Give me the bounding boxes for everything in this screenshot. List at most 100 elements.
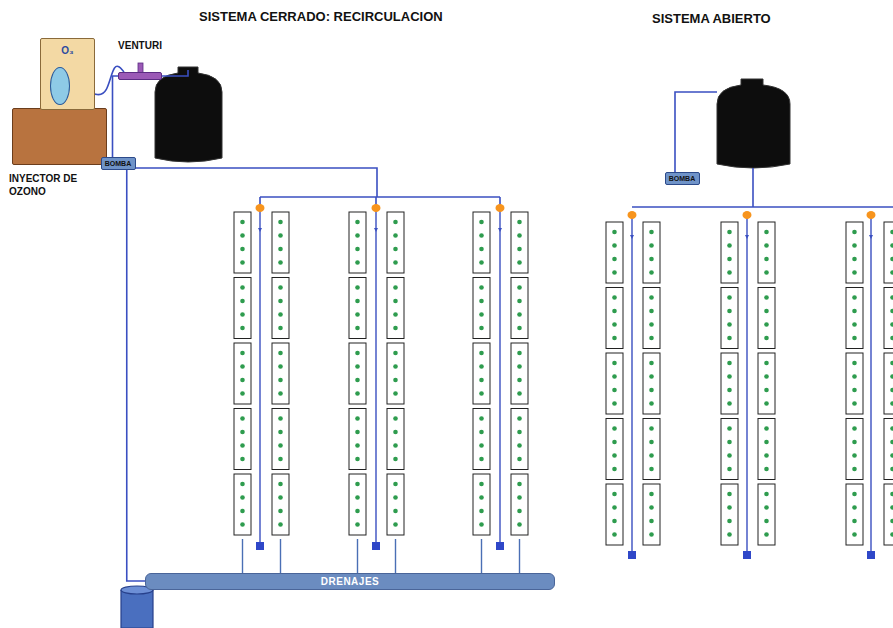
tower-segment (473, 409, 490, 470)
tower-segment (234, 343, 251, 404)
plant-dot (240, 260, 245, 265)
plant-dot (479, 299, 484, 304)
plant-dot (852, 388, 857, 393)
plant-dot (612, 336, 617, 341)
plant-dot (764, 257, 769, 262)
tower-segment (643, 419, 660, 480)
plant-dot (240, 247, 245, 252)
tower-segment (387, 409, 404, 470)
pump: BOMBA (665, 172, 700, 185)
plant-dot (890, 426, 893, 431)
plant-dot (240, 326, 245, 331)
tower-segment (272, 409, 289, 470)
tower-segment (272, 343, 289, 404)
drain-drop (519, 539, 520, 575)
tower-segment (721, 484, 738, 545)
plant-dot (727, 230, 732, 235)
tower-segment (511, 212, 528, 273)
plant-dot (517, 482, 522, 487)
drip-end (496, 542, 504, 550)
plant-dot (890, 467, 893, 472)
plant-dot (649, 519, 654, 524)
plant-dot (517, 299, 522, 304)
plant-dot (727, 532, 732, 537)
plant-dot (278, 233, 283, 238)
tower-segment (884, 222, 893, 283)
plant-dot (764, 440, 769, 445)
plant-dot (240, 443, 245, 448)
tower-segment (511, 343, 528, 404)
plant-dot (278, 416, 283, 421)
plant-dot (240, 430, 245, 435)
plant-dot (355, 443, 360, 448)
drain-drop (395, 539, 396, 575)
tower-segment (606, 484, 623, 545)
plant-dot (517, 391, 522, 396)
tower-segment (606, 353, 623, 414)
plant-dot (612, 532, 617, 537)
header-pipe (632, 206, 893, 208)
plant-dot (890, 519, 893, 524)
plant-dot (278, 312, 283, 317)
plant-dot (612, 453, 617, 458)
plant-dot (393, 416, 398, 421)
node-label: BOMBA (669, 175, 695, 182)
valve-dot (628, 211, 637, 219)
plant-dot (764, 426, 769, 431)
plant-dot (278, 326, 283, 331)
valve-dot (496, 204, 505, 212)
plant-dot (649, 257, 654, 262)
plant-dot (890, 309, 893, 314)
plant-dot (479, 482, 484, 487)
plant-dot (649, 295, 654, 300)
plant-dot (517, 285, 522, 290)
plant-dot (393, 430, 398, 435)
plant-dot (852, 309, 857, 314)
drip-end (867, 551, 875, 559)
plant-dot (479, 364, 484, 369)
supply-pipe (752, 168, 754, 207)
valve-dot (867, 211, 876, 219)
drip-end (372, 542, 380, 550)
plant-dot (278, 364, 283, 369)
plant-dot (393, 509, 398, 514)
plant-dot (764, 309, 769, 314)
plant-dot (649, 532, 654, 537)
plant-dot (393, 260, 398, 265)
plant-dot (852, 532, 857, 537)
plant-dot (852, 230, 857, 235)
tower-segment (272, 278, 289, 339)
node-caption: INYECTOR DE OZONO (9, 173, 91, 198)
drip-end (256, 542, 264, 550)
plant-dot (764, 230, 769, 235)
plant-dot (479, 430, 484, 435)
plant-dot (649, 243, 654, 248)
tower-segment (643, 222, 660, 283)
tower-segment (721, 419, 738, 480)
plant-dot (240, 299, 245, 304)
plant-dot (355, 391, 360, 396)
plant-dot (355, 509, 360, 514)
plant-dot (764, 492, 769, 497)
plant-dot (355, 364, 360, 369)
plant-dot (727, 336, 732, 341)
plant-dot (479, 522, 484, 527)
plant-dot (890, 532, 893, 537)
tower-segment (884, 419, 893, 480)
plant-dot (393, 482, 398, 487)
plant-dot (727, 361, 732, 366)
plant-dot (355, 260, 360, 265)
plant-dot (890, 230, 893, 235)
plant-dot (479, 260, 484, 265)
tower-segment (884, 353, 893, 414)
plant-dot (649, 467, 654, 472)
plant-dot (517, 416, 522, 421)
plant-dot (393, 247, 398, 252)
tower-segment (846, 288, 863, 349)
plant-dot (612, 401, 617, 406)
plant-dot (890, 440, 893, 445)
plant-dot (890, 505, 893, 510)
plant-dot (278, 482, 283, 487)
plant-dot (278, 509, 283, 514)
